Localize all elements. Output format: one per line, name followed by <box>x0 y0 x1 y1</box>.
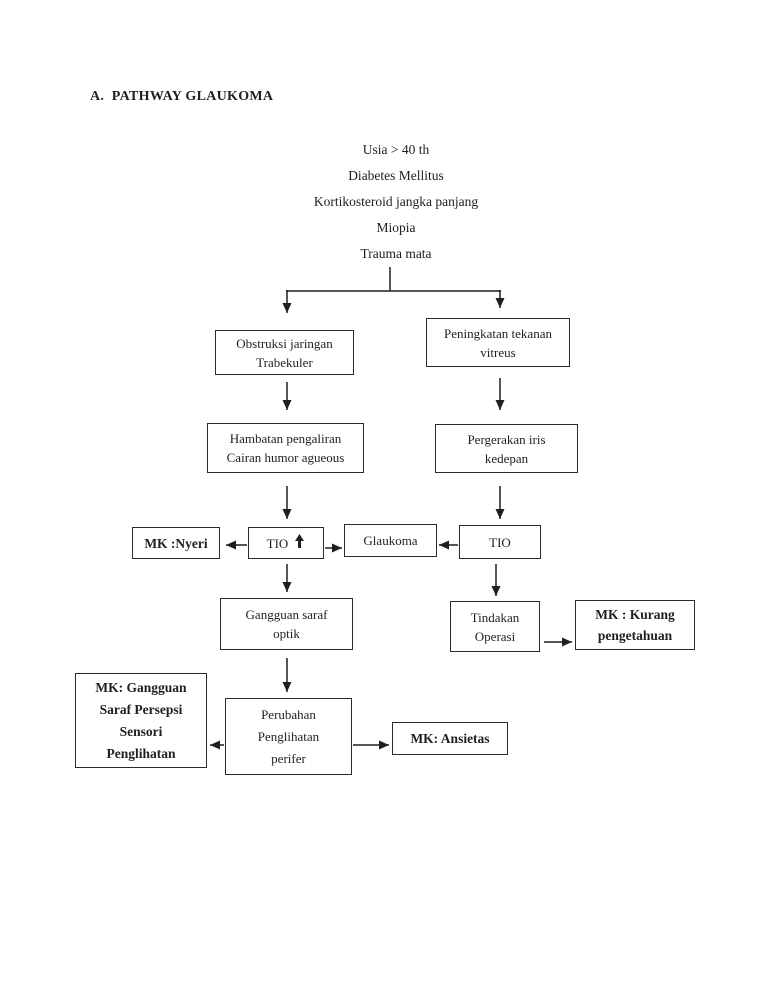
node-gangguan-saraf-optik: Gangguan saraf optik <box>220 598 353 650</box>
node-mk-kurang-pengetahuan: MK : Kurang pengetahuan <box>575 600 695 650</box>
increase-up-arrow-icon <box>294 534 305 553</box>
risk-factor-item: Miopia <box>376 220 416 235</box>
node-glaukoma: Glaukoma <box>344 524 437 557</box>
node-tindakan-operasi: Tindakan Operasi <box>450 601 540 652</box>
node-hambatan-pengaliran: Hambatan pengaliran Cairan humor agueous <box>207 423 364 473</box>
page-title: A. PATHWAY GLAUKOMA <box>90 89 274 104</box>
node-mk-nyeri: MK :Nyeri <box>132 527 220 559</box>
node-perubahan-penglihatan-perifer: Perubahan Penglihatan perifer <box>225 698 352 775</box>
node-mk-gangguan-persepsi-sensori: MK: Gangguan Saraf Persepsi Sensori Peng… <box>75 673 207 768</box>
risk-factor-item: Trauma mata <box>360 246 432 261</box>
node-tio-kiri: TIO <box>248 527 324 559</box>
node-obstruksi-jaringan: Obstruksi jaringan Trabekuler <box>215 330 354 375</box>
node-peningkatan-tekanan-vitreus: Peningkatan tekanan vitreus <box>426 318 570 367</box>
risk-factor-item: Usia > 40 th <box>362 142 430 157</box>
risk-factor-item: Diabetes Mellitus <box>348 168 444 183</box>
node-mk-ansietas: MK: Ansietas <box>392 722 508 755</box>
risk-factor-item: Kortikosteroid jangka panjang <box>313 194 479 209</box>
risk-factor-list: Usia > 40 th Diabetes Mellitus Kortikost… <box>196 137 596 267</box>
node-tio-kanan: TIO <box>459 525 541 559</box>
node-pergerakan-iris-kedepan: Pergerakan iris kedepan <box>435 424 578 473</box>
